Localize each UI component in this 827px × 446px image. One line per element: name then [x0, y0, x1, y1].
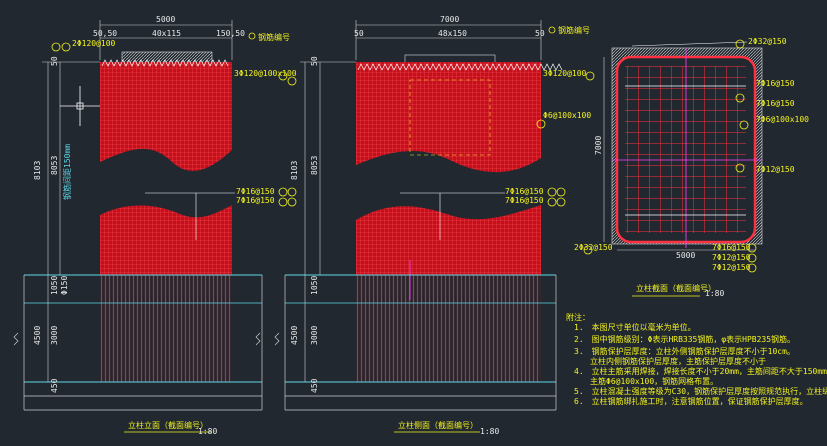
- elevation-a: 5000 50,50 40x115 150,50 钢筋编号 8103 8053 …: [13, 15, 297, 436]
- section-label-r3: 7Φ6@100x100: [756, 115, 809, 124]
- elev-b-mark: 钢筋编号: [558, 25, 590, 35]
- elev-b-upper-mesh: [356, 62, 541, 173]
- elev-a-lower-mesh: [100, 205, 232, 275]
- section-label-bottom-left: 2Φ32@150: [574, 243, 613, 252]
- elev-b-rebar-mid: Φ6@100x100: [543, 111, 591, 120]
- elev-b-dim-bottom-1: 1050: [310, 276, 319, 295]
- notes-heading: 附注：: [566, 312, 590, 322]
- section-label-r1: 7Φ16@150: [756, 79, 795, 88]
- elev-b-title: 立柱侧面（截面编号）: [398, 420, 478, 430]
- elev-a-dim-bottom-1: 1050: [50, 276, 59, 295]
- elev-a-dim-top-mid: 40x115: [152, 29, 181, 38]
- section-label-b2: 7Φ12@150: [712, 253, 751, 262]
- elev-a-dim-bottom-3: 4500: [33, 326, 42, 345]
- elev-a-upper-mesh: [100, 62, 232, 171]
- section-mesh: [625, 66, 746, 233]
- elev-b-dim-top-right: 50: [535, 29, 545, 38]
- note-item-4b: 主筋Φ6@100x100，钢筋网格布置。: [574, 376, 718, 386]
- note-item-4: 4. 立柱主筋采用焊接，焊接长度不小于20mm，主筋间距不大于150mm，立柱纵…: [574, 366, 827, 376]
- note-item-6: 6. 立柱钢筋绑扎施工时，注意钢筋位置，保证钢筋保护层厚度。: [574, 396, 808, 406]
- elev-a-dim-side-small: 50: [50, 56, 59, 66]
- elev-a-title: 立柱立面（截面编号）: [128, 420, 208, 430]
- notes-block: 附注： 1. 本图尺寸单位以毫米为单位。 2. 图中钢筋级别：Φ表示HRB335…: [566, 312, 827, 406]
- elev-b-dim-top-left: 50: [354, 29, 364, 38]
- elev-b-rebar-side2: 7Φ16@150: [505, 196, 544, 205]
- elev-a-dim-side-150: Φ150: [60, 276, 69, 295]
- section-dim-width: 5000: [676, 251, 695, 260]
- elev-a-rebar-mid: 3Φ120@100x100: [234, 69, 297, 78]
- elev-b-lower-mesh: [356, 205, 541, 275]
- elev-a-mark: 钢筋编号: [258, 32, 290, 42]
- elev-b-rebar-top: 3Φ120@100: [543, 69, 587, 78]
- elev-a-rebar-side2: 7Φ16@150: [236, 196, 275, 205]
- section-label-r4: 7Φ12@150: [756, 165, 795, 174]
- cross-section: 7000 5000 2Φ32@150 7Φ16@150 7Φ16@150 7Φ6…: [574, 37, 809, 298]
- section-scale: 1:80: [705, 289, 724, 298]
- elev-a-scale: 1:80: [198, 427, 217, 436]
- elev-a-dim-height-inner: 8053: [50, 156, 59, 175]
- section-label-b3: 7Φ12@150: [712, 263, 751, 272]
- elev-a-dim-bottom-2: 3000: [50, 326, 59, 345]
- elev-a-dim-bottom-4: 450: [50, 378, 59, 393]
- elev-b-dim-height-total: 8103: [290, 161, 299, 180]
- elev-b-dim-bottom-4: 450: [310, 378, 319, 393]
- elev-a-vertical-note: 钢筋间距150mm: [62, 144, 72, 200]
- section-title: 立柱截面（截面编号）: [636, 283, 716, 293]
- elev-a-footing-bars: [100, 275, 232, 382]
- elev-b-dim-bottom-3: 4500: [290, 326, 299, 345]
- section-label-top-left: 2Φ32@150: [748, 37, 787, 46]
- elev-a-dim-top-right: 150,50: [216, 29, 245, 38]
- elev-b-dim-width: 7000: [440, 15, 459, 24]
- elev-a-rebar-side: 7Φ16@150: [236, 187, 275, 196]
- elev-a-rebar-top: 2Φ120@100: [72, 39, 116, 48]
- elev-b-scale: 1:80: [480, 427, 499, 436]
- elev-a-dim-height-total: 8103: [33, 161, 42, 180]
- section-label-r2: 7Φ16@150: [756, 99, 795, 108]
- elev-a-dim-width: 5000: [156, 15, 175, 24]
- elev-a-dim-top-left: 50,50: [93, 29, 117, 38]
- section-dim-height: 7000: [594, 136, 603, 155]
- section-label-b1: 7Φ16@150: [712, 243, 751, 252]
- note-item-3: 3. 钢筋保护层厚度：立柱外侧钢筋保护层厚度不小于10cm。: [574, 346, 795, 356]
- note-item-1: 1. 本图尺寸单位以毫米为单位。: [574, 322, 696, 332]
- elev-b-dim-side-small: 50: [310, 56, 319, 66]
- elev-b-rebar-side: 7Φ16@150: [505, 187, 544, 196]
- elev-b-dim-top-mid: 48x150: [438, 29, 467, 38]
- elev-b-dim-height-inner: 8053: [310, 156, 319, 175]
- note-item-2: 2. 图中钢筋级别：Φ表示HRB335钢筋，φ表示HPB235钢筋。: [574, 334, 795, 344]
- elev-b-footing-bars: [356, 275, 541, 382]
- note-item-5: 5. 立柱混凝土强度等级为C30，钢筋保护层厚度按照规范执行，立柱纵向钢筋伸入承…: [574, 386, 827, 396]
- note-item-3b: 立柱内侧钢筋保护层厚度，主筋保护层厚度不小于: [574, 356, 766, 366]
- elev-b-dim-bottom-2: 3000: [310, 326, 319, 345]
- elevation-b: 7000 50 48x150 50 钢筋编号 8103 8053 50 1050…: [274, 15, 595, 436]
